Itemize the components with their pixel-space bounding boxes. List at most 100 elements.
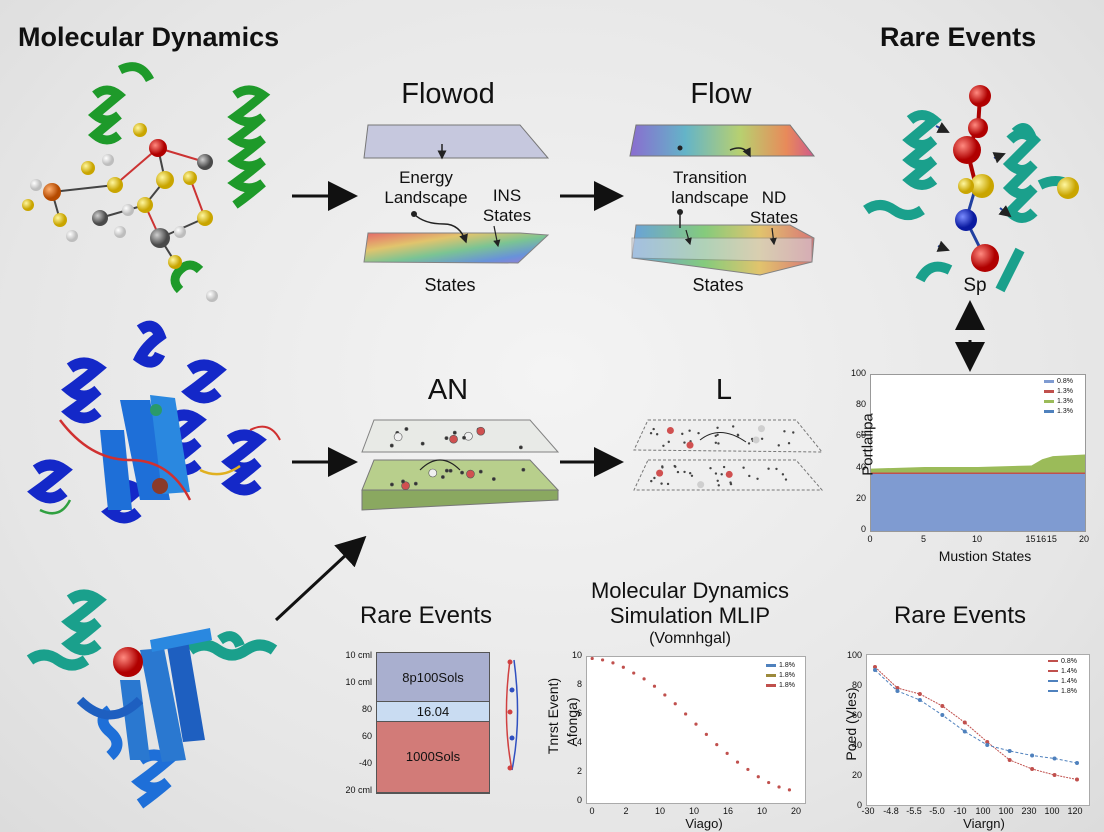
md-legend-item: 1.8% bbox=[766, 672, 795, 679]
stacked-legend-swatch bbox=[1044, 389, 1054, 393]
md-scatter-point bbox=[715, 743, 719, 747]
protein-label-sp: Sp bbox=[963, 275, 987, 296]
rare-svg bbox=[873, 665, 1079, 782]
an-particle bbox=[389, 443, 394, 448]
md-legend-item: 1.8% bbox=[766, 682, 795, 689]
md-scatter-point bbox=[642, 677, 646, 681]
an-particle bbox=[491, 477, 496, 481]
an-particle bbox=[476, 426, 486, 436]
md-scatter-point bbox=[632, 671, 636, 675]
md-xlabel: Viago) bbox=[685, 816, 723, 831]
rare-xtick: -4.8 bbox=[883, 806, 899, 816]
md-scatter-point bbox=[600, 658, 605, 662]
an-particle bbox=[444, 436, 449, 441]
l-particle bbox=[760, 437, 764, 441]
rare-legend-item: 1.8% bbox=[1048, 688, 1077, 695]
rare-series-point bbox=[1007, 758, 1012, 762]
bar-segment: 1000Sols bbox=[377, 721, 489, 793]
l-particle bbox=[748, 474, 751, 478]
bar-ytick: 60 bbox=[361, 731, 372, 741]
l-particle bbox=[787, 442, 791, 445]
rare-xtick: 230 bbox=[1021, 806, 1037, 816]
bottom-bar-title: Rare Events bbox=[359, 602, 493, 629]
rare-xtick: -5.0 bbox=[929, 806, 945, 816]
rare-series-point bbox=[873, 665, 877, 669]
l-particle bbox=[666, 482, 670, 486]
an-particle bbox=[464, 431, 473, 441]
rare-series-point bbox=[895, 686, 900, 690]
rare-series-point bbox=[1075, 761, 1079, 765]
md-svg bbox=[590, 656, 792, 792]
rare-legend-item: 1.4% bbox=[1048, 668, 1077, 675]
l-particle bbox=[729, 482, 733, 486]
panel2-title: Flow bbox=[690, 78, 752, 110]
an-trajectory bbox=[419, 459, 461, 471]
md-legend-label: 1.8% bbox=[779, 682, 795, 689]
l-particle bbox=[690, 474, 694, 477]
an-particle bbox=[420, 441, 425, 446]
md-scatter-point bbox=[621, 665, 625, 669]
stacked-legend-item: 1.3% bbox=[1044, 408, 1073, 415]
rare-legend-label: 1.4% bbox=[1061, 668, 1077, 675]
stacked-ytick: 60 bbox=[855, 430, 866, 441]
rare-legend-label: 1.8% bbox=[1061, 688, 1077, 695]
l-particle bbox=[709, 466, 712, 470]
l-particle bbox=[688, 429, 691, 432]
stacked-xtick: 0 bbox=[867, 534, 873, 544]
rare-series-point bbox=[873, 668, 877, 672]
rare-ytick: 80 bbox=[851, 680, 862, 690]
rare-ytick: 0 bbox=[856, 800, 862, 810]
md-chart-title: Molecular Dynamics Simulation MLIP bbox=[590, 578, 790, 628]
l-particle bbox=[716, 426, 719, 430]
md-legend-swatch bbox=[766, 663, 776, 667]
an-particle bbox=[390, 482, 394, 487]
stacked-ytick: 40 bbox=[855, 461, 866, 472]
rare-plot-area bbox=[866, 654, 1090, 806]
arrow-diagonal bbox=[274, 535, 367, 622]
md-scatter-point bbox=[767, 780, 771, 785]
stacked-legend-label: 0.8% bbox=[1057, 378, 1073, 385]
transition-landscape-planes bbox=[629, 124, 816, 276]
stacked-legend-item: 1.3% bbox=[1044, 388, 1073, 395]
md-scatter-point bbox=[590, 656, 594, 661]
rare-series-line bbox=[874, 666, 1078, 780]
panel2-states-label: States bbox=[692, 275, 744, 295]
md-scatter-point bbox=[673, 702, 677, 706]
stacked-legend-item: 0.8% bbox=[1044, 378, 1073, 385]
l-particle bbox=[649, 431, 653, 435]
an-particle bbox=[413, 481, 418, 486]
l-particle bbox=[653, 476, 656, 480]
rare-legend-label: 1.4% bbox=[1061, 678, 1077, 685]
an-particle bbox=[404, 427, 409, 431]
bar-segment: 8p100Sols bbox=[377, 653, 489, 702]
l-particle bbox=[683, 470, 686, 474]
md-ytick: 2 bbox=[576, 766, 582, 776]
md-xtick: 10 bbox=[688, 806, 699, 816]
md-legend-swatch bbox=[766, 683, 776, 687]
l-particle-planes bbox=[633, 419, 824, 491]
bar-ytick: -40 bbox=[358, 758, 372, 768]
stacked-legend-label: 1.3% bbox=[1057, 398, 1073, 405]
stacked-ylabel: Portlalipa bbox=[859, 413, 877, 476]
protein-ribbon-teal bbox=[26, 589, 278, 809]
l-particle bbox=[681, 432, 684, 436]
rare-ytick: 100 bbox=[846, 650, 862, 660]
an-particle bbox=[448, 468, 453, 473]
l-particle bbox=[717, 484, 720, 487]
md-legend-label: 1.8% bbox=[779, 672, 795, 679]
bar-ytick: 10 cml bbox=[345, 677, 372, 687]
an-particle-planes bbox=[361, 419, 560, 511]
l-particle bbox=[697, 481, 705, 489]
md-ytick: 0 bbox=[576, 795, 582, 805]
l-particle bbox=[667, 440, 670, 444]
md-scatter-point bbox=[787, 788, 792, 792]
rare-series-point bbox=[1030, 767, 1035, 771]
l-particle bbox=[714, 434, 717, 438]
l-particle bbox=[767, 467, 770, 470]
rare-xtick: 100 bbox=[975, 806, 991, 816]
an-particle bbox=[449, 434, 458, 444]
l-particle bbox=[652, 427, 655, 431]
protein-helix-green bbox=[87, 62, 271, 294]
an-particle bbox=[452, 430, 457, 435]
rare-ytick: 20 bbox=[851, 770, 862, 780]
